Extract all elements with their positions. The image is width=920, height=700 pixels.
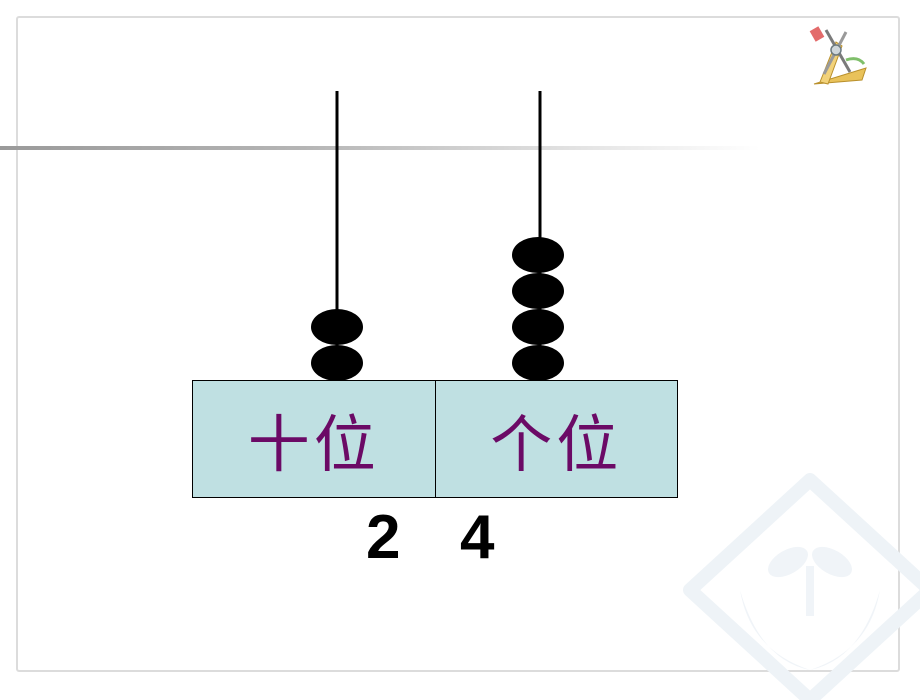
tens-bead (311, 309, 363, 345)
slide-frame (16, 16, 900, 672)
tens-bead (311, 345, 363, 381)
ones-bead (512, 309, 564, 345)
place-value-table: 十位 个位 (192, 380, 678, 498)
tens-digit: 2 (366, 503, 401, 572)
ones-bead (512, 345, 564, 381)
drafting-tools-icon (809, 26, 867, 85)
ones-bead (512, 273, 564, 309)
sprout-hands-logo-icon (683, 473, 920, 700)
header-divider (0, 146, 760, 150)
ones-digit: 4 (460, 503, 495, 572)
ones-place-label: 个位 (434, 381, 678, 497)
ones-bead (512, 237, 564, 273)
tens-place-label: 十位 (247, 408, 380, 481)
